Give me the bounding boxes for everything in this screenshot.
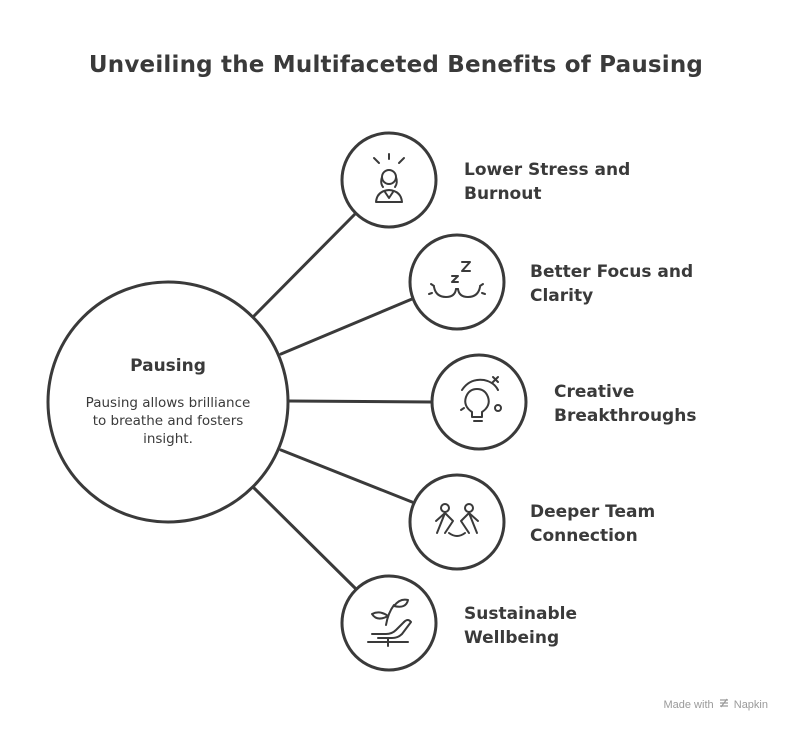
benefit-circle-5 xyxy=(340,574,438,672)
connector-line-4 xyxy=(279,448,414,504)
napkin-logo-icon xyxy=(719,698,729,711)
footer-brand: Napkin xyxy=(733,699,768,711)
team-people-icon xyxy=(435,503,479,537)
connector-line-5 xyxy=(252,486,358,591)
benefit-label-1: Lower Stress and Burnout xyxy=(464,160,631,204)
stressed-person-icon xyxy=(373,153,405,203)
sleeping-eyes-icon xyxy=(428,261,486,298)
benefit-label-3: Creative Breakthroughs xyxy=(554,382,697,426)
footer-attribution[interactable]: Made with Napkin xyxy=(663,698,768,711)
hub-title: Pausing xyxy=(130,356,206,376)
connector-line-2 xyxy=(279,297,414,356)
benefit-circle-1 xyxy=(340,131,438,229)
benefit-label-4: Deeper Team Connection xyxy=(530,502,656,546)
hub-description: Pausing allows brilliance to breathe and… xyxy=(85,395,251,447)
benefit-label-5: Sustainable Wellbeing xyxy=(464,604,577,648)
lightbulb-idea-icon xyxy=(460,376,502,422)
diagram-title: Unveiling the Multifaceted Benefits of P… xyxy=(88,52,704,78)
benefit-label-2: Better Focus and Clarity xyxy=(530,262,694,306)
benefit-circle-4 xyxy=(408,473,506,571)
benefit-circle-3 xyxy=(430,353,528,451)
hub-circle xyxy=(46,280,290,524)
plant-in-hand-icon xyxy=(367,598,412,647)
footer-made-with: Made with xyxy=(663,699,714,711)
connector-line-1 xyxy=(252,211,358,318)
connector-line-3 xyxy=(287,399,434,404)
